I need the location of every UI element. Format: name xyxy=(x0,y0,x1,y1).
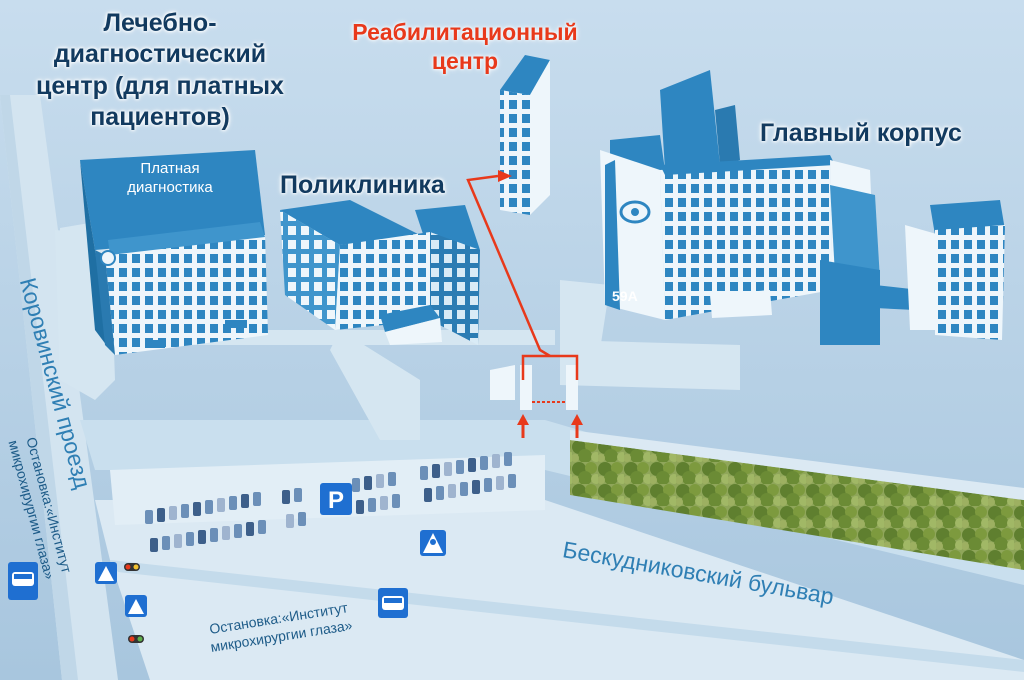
lkc-building xyxy=(80,150,268,355)
main-building xyxy=(600,70,1005,345)
eye-logo-icon xyxy=(100,250,116,266)
parking-sign-icon: P xyxy=(320,483,352,515)
polyclinic-building xyxy=(280,200,480,345)
bus-stop-icon xyxy=(8,562,38,600)
paid-diagnostics-label: Платная диагностика xyxy=(127,160,213,196)
sidewalk xyxy=(80,420,1024,585)
pedestrian-crossing-icon xyxy=(95,562,117,584)
streets xyxy=(0,95,1024,680)
gate xyxy=(490,365,578,410)
eye-logo-icon xyxy=(619,200,651,224)
main-building-title: Главный корпус xyxy=(760,119,962,147)
pedestrian-crossing-icon xyxy=(125,595,147,617)
route-arrow-icon xyxy=(498,170,583,438)
korovinsky-road xyxy=(0,95,118,680)
tree-strip xyxy=(570,440,1024,570)
bus-stop-icon xyxy=(378,588,408,618)
polyclinic-title: Поликлиника xyxy=(280,171,445,199)
rehab-building xyxy=(500,55,550,215)
traffic-light-icon xyxy=(128,635,144,643)
traffic-light-icon xyxy=(124,563,140,571)
parking-sign-label: P xyxy=(328,487,344,514)
lkc-title: Лечебно- диагностический центр (для плат… xyxy=(36,9,284,131)
rehab-title: Реабилитационный центр xyxy=(352,19,578,74)
route xyxy=(466,174,579,380)
pedestrian-crossing-icon xyxy=(420,530,446,556)
building-number: 59А xyxy=(612,288,638,304)
